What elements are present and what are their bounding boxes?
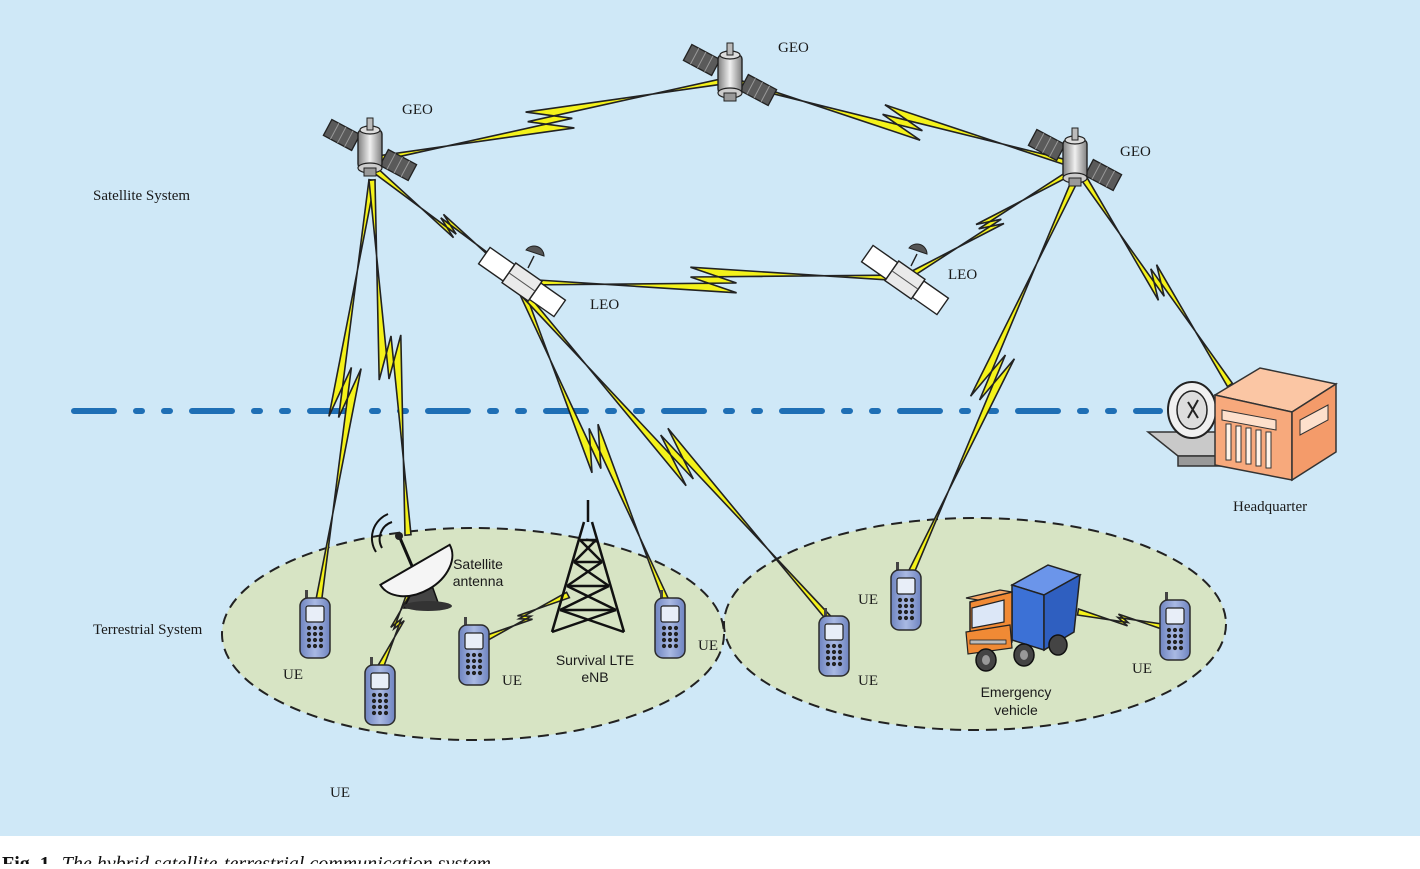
satellite-antenna-label: antenna	[453, 573, 504, 589]
ue-phone-icon	[364, 656, 396, 726]
leo-label: LEO	[948, 267, 977, 283]
ue-label: UE	[858, 673, 878, 689]
geo-label: GEO	[1120, 144, 1151, 160]
figure-caption: Fig. 1 The hybrid satellite-terrestrial …	[2, 853, 491, 864]
headquarter-icon	[1145, 367, 1338, 482]
ue-phone-icon	[890, 561, 922, 631]
lte-enb-label: eNB	[581, 669, 608, 685]
ue-label: UE	[858, 592, 878, 608]
ue-label: UE	[283, 667, 303, 683]
lte-enb-label: Survival LTE	[556, 652, 634, 668]
ue-phone-icon	[818, 607, 850, 677]
satellite-antenna-icon	[370, 513, 454, 611]
satellite-system-label: Satellite System	[93, 188, 190, 204]
ue-label: UE	[698, 638, 718, 654]
emergency-vehicle-label: Emergency	[981, 684, 1052, 700]
wireless-link	[368, 178, 412, 537]
emergency-vehicle-label: vehicle	[994, 702, 1038, 718]
ue-phone-icon	[299, 589, 331, 659]
terrestrial-system-label: Terrestrial System	[93, 622, 203, 638]
figure-number: Fig. 1	[2, 853, 50, 864]
headquarter-label: Headquarter	[1233, 499, 1307, 515]
geo-label: GEO	[402, 102, 433, 118]
ue-phone-icon	[458, 616, 490, 686]
ue-phone-icon	[654, 589, 686, 659]
ue-label: UE	[502, 673, 522, 689]
figure-caption-text: The hybrid satellite-terrestrial communi…	[62, 853, 491, 864]
lte-enb-tower-icon	[550, 500, 626, 634]
wireless-link	[479, 591, 571, 644]
satellite-antenna-label: Satellite	[453, 556, 503, 572]
ue-phone-icon	[1159, 591, 1191, 661]
ue-label: UE	[1132, 661, 1152, 677]
leo-label: LEO	[590, 297, 619, 313]
wireless-links	[314, 76, 1234, 671]
emergency-vehicle-icon	[965, 564, 1082, 672]
geo-label: GEO	[778, 40, 809, 56]
ue-label: UE	[330, 785, 350, 801]
